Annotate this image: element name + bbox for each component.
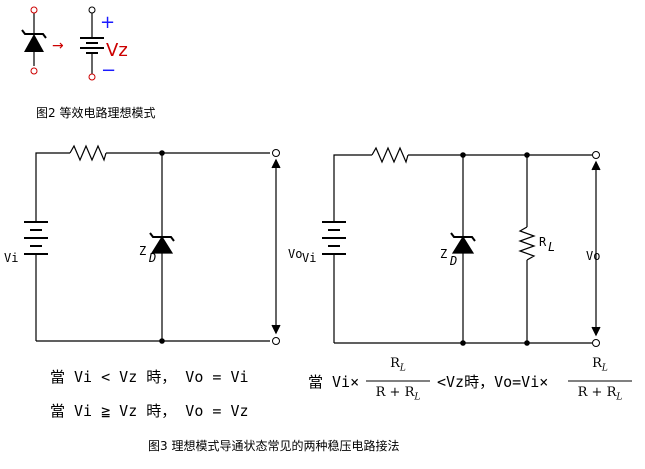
zener-diode-icon: [24, 34, 44, 52]
junction-dot: [460, 340, 466, 346]
battery-icon: [322, 221, 346, 255]
equation-3-denominator-2: R + RL: [577, 385, 623, 403]
battery-icon: [24, 221, 48, 255]
zd-subscript: D: [148, 251, 156, 265]
junction-dot: [460, 152, 466, 158]
zd-label: Z: [440, 247, 447, 261]
vz-label: Vz: [106, 40, 128, 61]
minus-sign: −: [101, 60, 116, 81]
junction-dot: [159, 338, 165, 344]
junction-dot: [524, 152, 530, 158]
terminal-icon: [272, 337, 280, 345]
circuit-1: [24, 144, 281, 342]
battery-icon: [80, 37, 104, 54]
equation-2: 當 Vi ≧ Vz 時， Vo = Vz: [50, 402, 249, 420]
figure-3-caption: 图3 理想模式导通状态常见的两种稳压电路接法: [148, 439, 400, 453]
zd-label: Z: [139, 244, 146, 258]
arrow-icon: →: [52, 38, 64, 54]
equation-1: 當 Vi < Vz 時， Vo = Vi: [50, 368, 249, 386]
equation-3-numerator-2: RL: [592, 356, 608, 374]
vi-label: Vi: [4, 251, 18, 265]
resistor-icon: [371, 146, 409, 164]
zener-equivalent-legend: → + Vz −: [21, 6, 128, 81]
figure-2-caption: 图2 等效电路理想模式: [36, 106, 156, 120]
vi-label: Vi: [302, 251, 316, 265]
zener-diode-icon: [150, 235, 174, 254]
equation-3-numerator: RL: [390, 356, 406, 374]
terminal-icon: [592, 339, 600, 347]
junction-dot: [524, 340, 530, 346]
rl-subscript: L: [548, 240, 555, 254]
vo-label: Vo: [288, 247, 302, 261]
terminal-icon: [272, 149, 280, 157]
terminal-icon: [592, 151, 600, 159]
rl-label: R: [539, 235, 547, 249]
equation-3-middle: <Vz時，Vo=Vi×: [437, 373, 549, 391]
vo-label: Vo: [586, 249, 600, 263]
load-resistor-icon: [518, 226, 536, 261]
circuit-2: [322, 146, 601, 344]
equation-3-denominator: R + RL: [375, 385, 421, 403]
junction-dot: [159, 150, 165, 156]
zd-subscript: D: [449, 254, 457, 268]
resistor-icon: [69, 144, 107, 162]
plus-sign: +: [100, 12, 115, 33]
equation-3-prefix: 當 Vi×: [308, 373, 360, 391]
zener-diode-icon: [451, 235, 475, 254]
